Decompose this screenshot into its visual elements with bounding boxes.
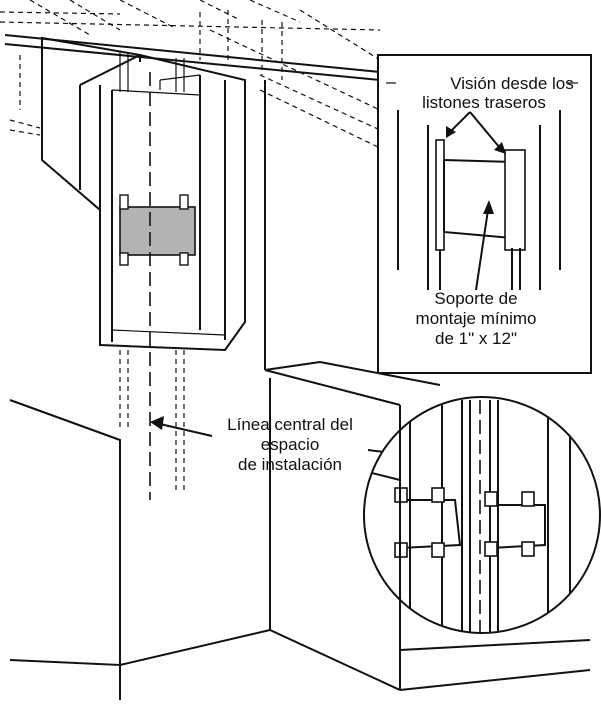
label-centerline-line3: de instalación: [238, 455, 342, 474]
ceiling-beam: [4, 34, 381, 81]
rear-view-inset: [377, 54, 592, 374]
magnified-detail: [363, 396, 601, 634]
right-wall: [399, 405, 591, 691]
label-centerline-line1: Línea central del: [227, 415, 353, 434]
label-rear-view-line1: Visión desde los: [450, 74, 574, 93]
label-bracket-line1: Soporte de: [434, 289, 517, 308]
mounting-bracket: [119, 194, 196, 266]
label-bracket-line3: de 1" x 12": [435, 329, 517, 348]
wall-studs: [119, 52, 266, 490]
label-centerline-line2: espacio: [261, 435, 320, 454]
lower-cabinets: [9, 361, 441, 700]
label-bracket-line2: montaje mínimo: [416, 309, 537, 328]
hood-housing: [41, 36, 246, 352]
label-rear-view-line2: listones traseros: [422, 93, 546, 112]
